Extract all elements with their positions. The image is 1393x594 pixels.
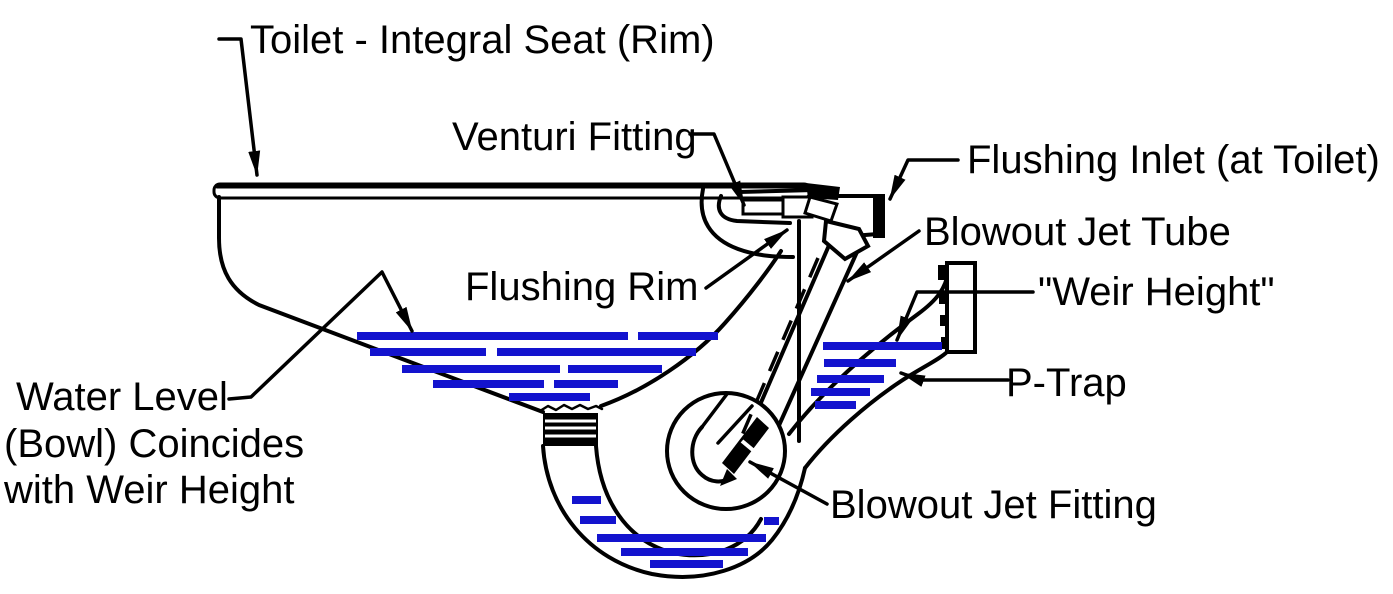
jet-fitting-leader-arrow — [748, 460, 829, 506]
jet-tube-centerline-dashed — [729, 257, 820, 462]
flushing-inlet-leader-arrow — [888, 158, 960, 201]
nozzle-highlight — [740, 439, 756, 453]
label-flushing-inlet: Flushing Inlet (at Toilet) — [967, 138, 1380, 182]
trap-outer-wall — [541, 444, 807, 579]
bowl-right-wall — [599, 249, 783, 408]
leader-lines — [217, 37, 1035, 506]
jet-tube-elbow — [821, 218, 871, 262]
water-level-leader-arrow — [227, 270, 414, 401]
weir-height-leader-arrow — [895, 290, 1035, 342]
jet-tube-wall-left — [751, 241, 832, 423]
jet-tube-wall-right — [774, 250, 859, 434]
flushing-rim-channel — [716, 194, 792, 225]
label-weir-height: "Weir Height" — [1038, 270, 1275, 314]
p-trap-leader-arrow — [899, 371, 1010, 387]
weir-tab-4 — [941, 337, 949, 349]
label-water-level-line3: with Weir Height — [3, 468, 294, 512]
venturi-top-line — [737, 188, 816, 194]
flushing-inlet-connection — [873, 194, 885, 238]
upleg-lower-wall — [803, 350, 949, 470]
flushing-rim-outer — [699, 187, 795, 259]
weir-tab-2 — [939, 293, 948, 304]
nozzle-tip — [720, 469, 737, 486]
jet-inlet-line-2 — [716, 404, 754, 445]
jet-inlet-line-1 — [700, 392, 729, 429]
label-blowout-jet-fitting: Blowout Jet Fitting — [830, 483, 1157, 527]
label-flushing-rim: Flushing Rim — [465, 265, 698, 309]
weir-tab-1 — [938, 265, 949, 280]
bowl-outlet-hatch-lines — [545, 419, 596, 438]
water-lines — [357, 332, 942, 568]
weir-tab-3 — [940, 315, 949, 326]
seat-leader-arrow — [217, 37, 261, 177]
label-blowout-jet-tube: Blowout Jet Tube — [924, 210, 1231, 254]
label-venturi-fitting: Venturi Fitting — [452, 115, 697, 159]
jet-fitting-housing — [665, 391, 787, 511]
bowl-outlet-jagged-edge — [538, 403, 604, 413]
jet-tube-leader-arrow — [846, 229, 921, 283]
weir-outlet-flange — [945, 261, 977, 354]
venturi-leader-arrow — [688, 132, 746, 207]
label-p-trap: P-Trap — [1006, 361, 1127, 405]
label-toilet-integral-seat: Toilet - Integral Seat (Rim) — [250, 18, 715, 62]
label-water-level-line2: (Bowl) Coincides — [4, 422, 304, 466]
flushing-rim-leader-arrow — [704, 228, 789, 290]
bowl-left-wall — [217, 195, 545, 414]
trap-water-row-2 — [580, 516, 779, 525]
fixture-outlines — [212, 182, 977, 579]
venturi-fitting-body — [741, 198, 785, 216]
labels: Toilet - Integral Seat (Rim) Venturi Fit… — [3, 18, 1380, 527]
label-water-level-line1: Water Level — [16, 375, 228, 419]
